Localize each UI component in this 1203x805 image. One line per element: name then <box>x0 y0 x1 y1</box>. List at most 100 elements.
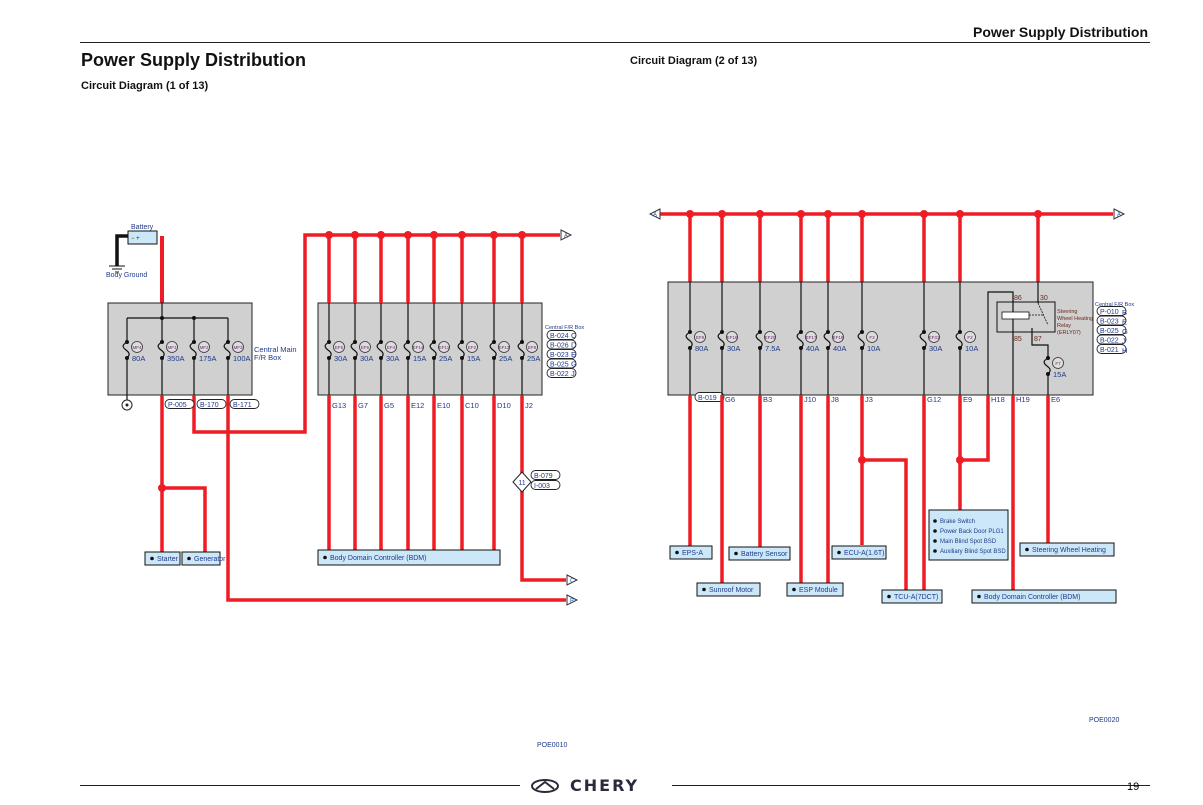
fuse-icon <box>122 341 130 359</box>
fuse-id-circle <box>412 341 424 353</box>
section-header: Power Supply Distribution <box>973 24 1149 40</box>
bullet-icon <box>187 556 191 561</box>
component-list-item: Power Back Door PLG1 <box>940 529 1004 535</box>
fr-connector: B-022 <box>550 371 569 378</box>
fr-connector-letter: G <box>571 360 577 369</box>
component-list-item: Auxiliary Blind Spot BSD <box>940 549 1006 555</box>
fr-connector-outline <box>1096 334 1127 345</box>
fr-connector-outline <box>1096 344 1127 354</box>
f7-fuse-rating: 15A <box>1053 370 1066 379</box>
eps-a: EPS-A <box>682 550 703 557</box>
bullet-icon <box>933 549 937 553</box>
fuse-icon <box>685 331 693 349</box>
fr-connector: B-023 <box>550 352 569 359</box>
bullet-icon <box>887 594 891 599</box>
fuse-icon <box>1043 357 1051 375</box>
splice-number: 11 <box>518 480 525 487</box>
footer-divider-left <box>80 785 520 786</box>
connector-label: P-005 <box>168 402 187 409</box>
fuse-id-circle <box>359 341 371 353</box>
fr-connector-letter: J <box>1122 337 1126 346</box>
pin-label: G12 <box>927 395 941 404</box>
relay-pin: 30 <box>1040 295 1048 302</box>
fuse-id-circle <box>805 331 817 343</box>
fuse-icon <box>717 331 725 349</box>
connector-label: B-170 <box>200 402 219 409</box>
fuse-id-circle <box>832 331 844 343</box>
page-title: Power Supply Distribution <box>81 50 307 70</box>
bullet-icon <box>734 551 738 556</box>
right-fuse-rating: 30A <box>727 344 740 353</box>
fr-fuse-rating: 25A <box>527 354 540 363</box>
bdm-right: Body Domain Controller (BDM) <box>984 594 1080 601</box>
bullet-icon <box>792 587 796 592</box>
connector-label: B-171 <box>233 402 252 409</box>
fr-feed-wire <box>192 233 560 434</box>
ground-terminal-dot <box>125 403 129 407</box>
main-fuse-id: MF3 <box>234 345 243 350</box>
fr-connector-letter: G <box>1122 327 1128 336</box>
right-fuse-rating: 30A <box>929 344 942 353</box>
fuse-id-circle <box>466 341 478 353</box>
arrow-label: C <box>570 579 575 585</box>
connector-label-outline <box>229 399 260 409</box>
fuse-id-circle <box>866 331 878 343</box>
bullet-icon <box>837 550 841 555</box>
fuse-id-circle <box>232 341 244 353</box>
pin-label: J8 <box>831 395 839 404</box>
multi-component-box <box>928 509 1009 561</box>
pin-label: J2 <box>525 401 533 410</box>
bullet-icon <box>977 594 981 599</box>
fr-fuse-id: EF8 <box>528 345 537 350</box>
fr-connector-letter: E <box>571 350 576 359</box>
right-fuse-id: EF9 <box>696 335 705 340</box>
fr-fuse-rating: 25A <box>499 354 512 363</box>
fr-connector: B-024 <box>550 333 569 340</box>
fr-connector-outline <box>546 330 577 340</box>
fr-connector-letter: C <box>571 331 577 340</box>
arrow-label: A <box>653 213 657 219</box>
right-fuse-rating: 7.5A <box>765 344 780 353</box>
fuse-icon <box>350 341 358 359</box>
generator: Generator <box>194 556 226 563</box>
battery-terminals: − + <box>131 236 140 242</box>
connector-label-outline <box>164 399 195 409</box>
main-fuse-rating: 80A <box>132 354 145 363</box>
fr-connector-letter: H <box>1122 346 1127 355</box>
fr-connector: B-023 <box>1100 319 1119 326</box>
relay-87-line <box>1031 328 1049 360</box>
main-box-label: Central Main <box>254 345 297 354</box>
connector-label-outline <box>694 392 725 402</box>
ground-icon <box>109 265 125 273</box>
ecu-a-box <box>831 545 887 560</box>
relay-pin: 87 <box>1034 336 1042 343</box>
bullet-icon <box>933 519 937 523</box>
fuse-id-circle <box>438 341 450 353</box>
fuse-icon <box>796 331 804 349</box>
splice-connector: B-079 <box>534 473 553 480</box>
bdm-left-box <box>317 549 501 566</box>
right-diagram-code: POE0020 <box>1089 717 1119 724</box>
fr-fuse-id: EF5 <box>335 345 344 350</box>
continuation-arrow-icon <box>566 574 579 586</box>
right-fuse-rating: 40A <box>833 344 846 353</box>
fr-connector: B-022 <box>1100 338 1119 345</box>
fuse-icon <box>755 331 763 349</box>
fr-connector-letter: D <box>571 341 577 350</box>
right-fuse-id: EF31 <box>929 335 940 340</box>
central-main-fr-box <box>107 302 253 396</box>
fuse-id-circle <box>694 331 706 343</box>
fuse-icon <box>919 331 927 349</box>
fr-fuse-id: EF13 <box>499 345 510 350</box>
fr-fuse-rating: 30A <box>360 354 373 363</box>
fuse-id-circle <box>764 331 776 343</box>
bullet-icon <box>933 529 937 533</box>
right-fuse-id: F3 <box>869 335 875 340</box>
fuse-id-circle <box>498 341 510 353</box>
continuation-arrow-icon <box>1113 208 1126 220</box>
relay-pin: 85 <box>1014 336 1022 343</box>
arrow-label: B <box>570 599 574 605</box>
left-diagram-subtitle: Circuit Diagram (1 of 13) <box>81 80 209 92</box>
fuse-icon <box>223 341 231 359</box>
